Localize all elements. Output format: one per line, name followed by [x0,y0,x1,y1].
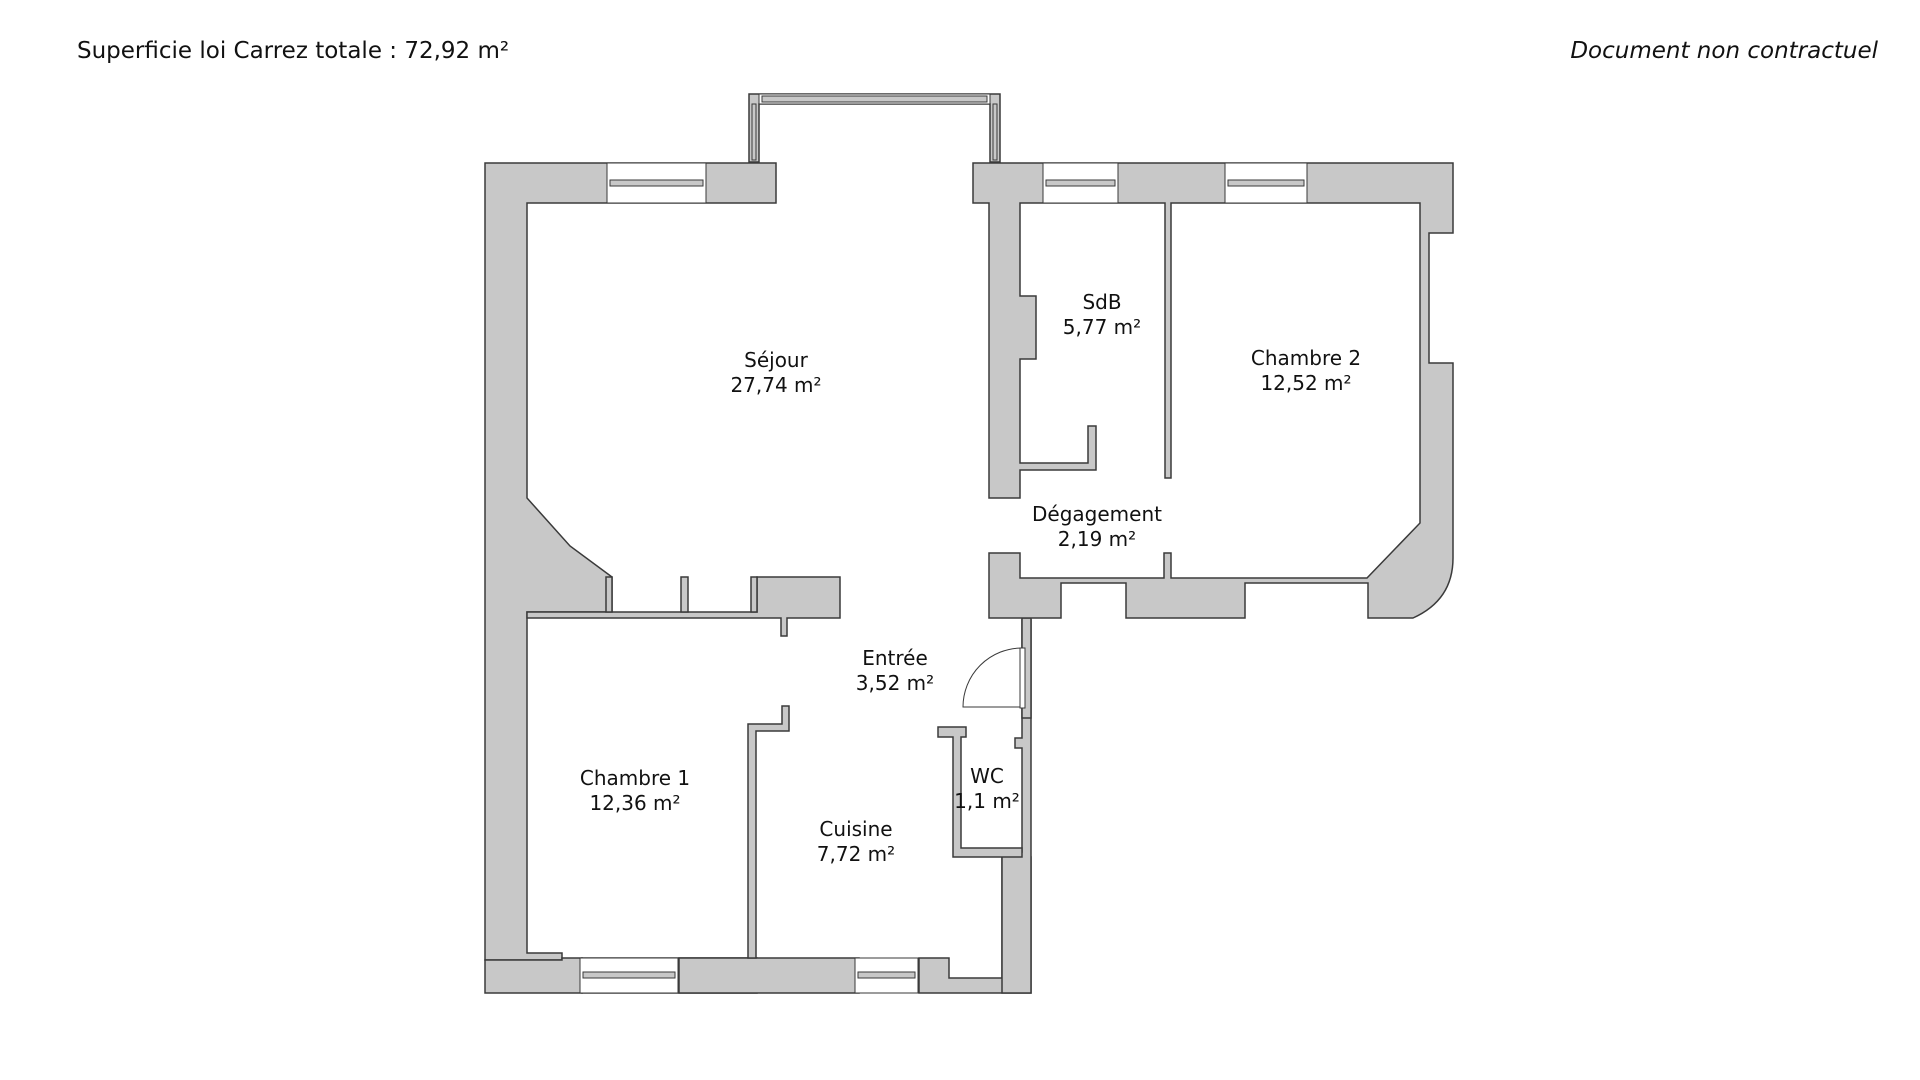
wc-wall [937,726,1023,858]
top-wall-right [972,162,1454,619]
room-name-cuisine: Cuisine [819,817,892,841]
windows [579,93,1308,994]
top-wall-sejour [484,162,777,961]
room-name-entree: Entrée [862,646,928,670]
room-area-chambre1: 12,36 m² [589,791,680,815]
disclaimer: Document non contractuel [1570,38,1878,64]
total-area-header: Superficie loi Carrez totale : 72,92 m² [77,38,509,64]
room-name-sejour: Séjour [744,348,808,372]
window-glazing [582,95,1305,979]
total-area-label: Superficie loi Carrez totale : [77,38,398,64]
room-area-cuisine: 7,72 m² [817,842,895,866]
left-lower-wall [484,957,583,994]
entrance-door-arc [962,647,1023,708]
partition-stub-2 [680,576,689,613]
room-area-chambre2: 12,52 m² [1260,371,1351,395]
bottom-wall-mid [678,957,860,994]
room-area-entree: 3,52 m² [856,671,934,695]
room-name-chambre1: Chambre 1 [580,766,690,790]
room-area-degagement: 2,19 m² [1058,527,1136,551]
room-labels: Séjour 27,74 m² SdB 5,77 m² Chambre 2 12… [580,290,1361,866]
room-area-sejour: 27,74 m² [730,373,821,397]
room-name-chambre2: Chambre 2 [1251,346,1361,370]
partition-chambre1-cuisine [747,705,790,959]
walls [484,93,1454,994]
partition-stub-1 [605,576,613,613]
partition-stub-3 [750,576,758,613]
room-area-sdb: 5,77 m² [1063,315,1141,339]
room-area-wc: 1,1 m² [954,789,1020,813]
room-name-sdb: SdB [1082,290,1121,314]
total-area-value: 72,92 m² [404,38,510,64]
room-name-wc: WC [970,764,1004,788]
room-name-degagement: Dégagement [1032,502,1162,526]
entrance-door-leaf [1019,647,1026,709]
